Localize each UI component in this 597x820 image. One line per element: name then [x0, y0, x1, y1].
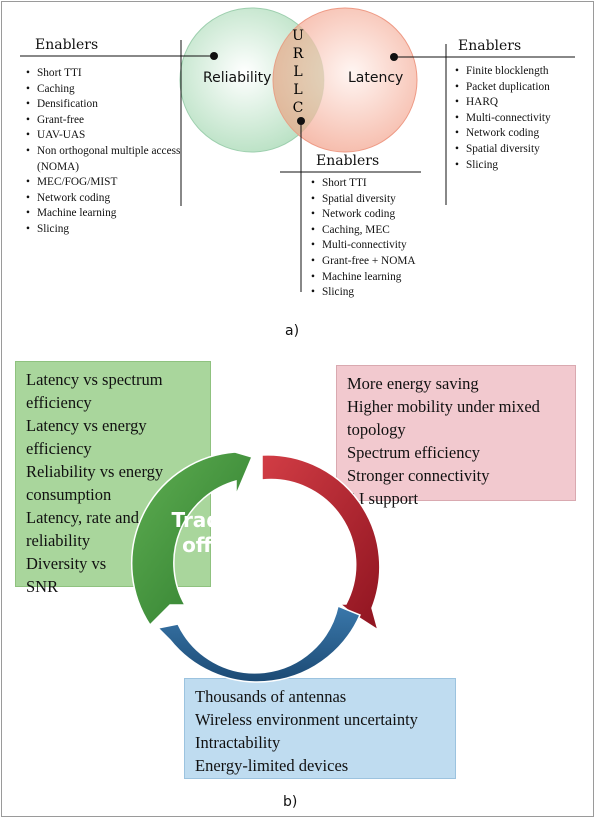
- bottom-enablers-header: Enablers: [316, 153, 380, 169]
- list-item: Caching: [26, 82, 186, 98]
- overlap-region: [272, 25, 325, 135]
- box-line: efficiency: [26, 439, 92, 458]
- list-item: Grant-free: [26, 113, 186, 129]
- box-line: Intractability: [195, 733, 281, 752]
- venn-diagram: U R L L C: [20, 7, 575, 292]
- left-enablers-list: Short TTI Caching Densification Grant-fr…: [26, 66, 186, 238]
- risks-segment: [156, 604, 361, 683]
- list-item: Network coding: [455, 126, 590, 142]
- risks-label: Risks: [229, 614, 288, 638]
- box-line: Latency, rate and: [26, 508, 139, 527]
- reliability-label: Reliability: [203, 70, 272, 86]
- list-item: Grant-free + NOMA: [311, 254, 451, 270]
- urllc-letter: L: [293, 64, 302, 80]
- list-item: UAV-UAS: [26, 128, 186, 144]
- box-line: Thousands of antennas: [195, 687, 347, 706]
- list-item: Densification: [26, 97, 186, 113]
- list-item: Slicing: [311, 285, 451, 301]
- reliability-dot: [210, 52, 218, 60]
- list-item: Multi-connectivity: [455, 111, 590, 127]
- box-line: consumption: [26, 485, 112, 504]
- right-enablers-list: Finite blocklength Packet duplication HA…: [455, 64, 590, 173]
- box-line: topology: [347, 420, 406, 439]
- list-item: Slicing: [26, 222, 186, 238]
- tradeoffs-label: offs: [182, 533, 224, 557]
- urllc-dot: [297, 117, 305, 125]
- box-line: Wireless environment uncertainty: [195, 710, 418, 729]
- box-line: AI support: [347, 489, 419, 508]
- latency-dot: [390, 53, 398, 61]
- right-enablers-header: Enablers: [458, 38, 522, 54]
- urllc-letter: U: [292, 28, 304, 44]
- list-item: Short TTI: [26, 66, 186, 82]
- tradeoffs-segment: [131, 451, 254, 627]
- latency-circle: [272, 7, 418, 153]
- box-line: Reliability vs energy: [26, 462, 164, 481]
- list-item: Finite blocklength: [455, 64, 590, 80]
- list-item: Spatial diversity: [455, 142, 590, 158]
- box-line: reliability: [26, 531, 91, 550]
- list-item: Spatial diversity: [311, 192, 451, 208]
- tradeoffs-label: Trade-: [172, 508, 243, 532]
- list-item: Short TTI: [311, 176, 451, 192]
- urllc-letter: L: [293, 82, 302, 98]
- caption-a: a): [285, 323, 300, 339]
- goals-label: Goals: [275, 518, 337, 542]
- box-line: Energy-limited devices: [195, 756, 349, 775]
- list-item: Slicing: [455, 158, 590, 174]
- list-item: MEC/FOG/MIST: [26, 175, 186, 191]
- list-item: Multi-connectivity: [311, 238, 451, 254]
- goals-segment: [261, 454, 381, 632]
- box-line: efficiency: [26, 393, 92, 412]
- box-line: More energy saving: [347, 374, 479, 393]
- box-line: SNR: [26, 577, 59, 596]
- bottom-enablers-list: Short TTI Spatial diversity Network codi…: [311, 176, 451, 301]
- left-enablers-header: Enablers: [35, 37, 99, 53]
- list-item: Machine learning: [26, 206, 186, 222]
- urllc-letter: C: [293, 100, 304, 116]
- risks-box: Thousands of antennas Wireless environme…: [184, 678, 456, 779]
- urllc-letter: R: [293, 46, 304, 62]
- box-line: Latency vs energy: [26, 416, 147, 435]
- box-line: Spectrum efficiency: [347, 443, 481, 462]
- list-item: Machine learning: [311, 270, 451, 286]
- list-item: Network coding: [26, 191, 186, 207]
- box-line: Latency vs spectrum: [26, 370, 163, 389]
- list-item: Packet duplication: [455, 80, 590, 96]
- box-line: Diversity vs: [26, 554, 107, 573]
- list-item: HARQ: [455, 95, 590, 111]
- goals-box: More energy saving Higher mobility under…: [336, 365, 576, 508]
- caption-b: b): [283, 794, 298, 810]
- list-item: Network coding: [311, 207, 451, 223]
- box-line: Higher mobility under mixed: [347, 397, 540, 416]
- list-item: Non orthogonal multiple access (NOMA): [26, 144, 186, 175]
- box-line: Stronger connectivity: [347, 466, 490, 485]
- list-item: Caching, MEC: [311, 223, 451, 239]
- latency-label: Latency: [348, 70, 404, 86]
